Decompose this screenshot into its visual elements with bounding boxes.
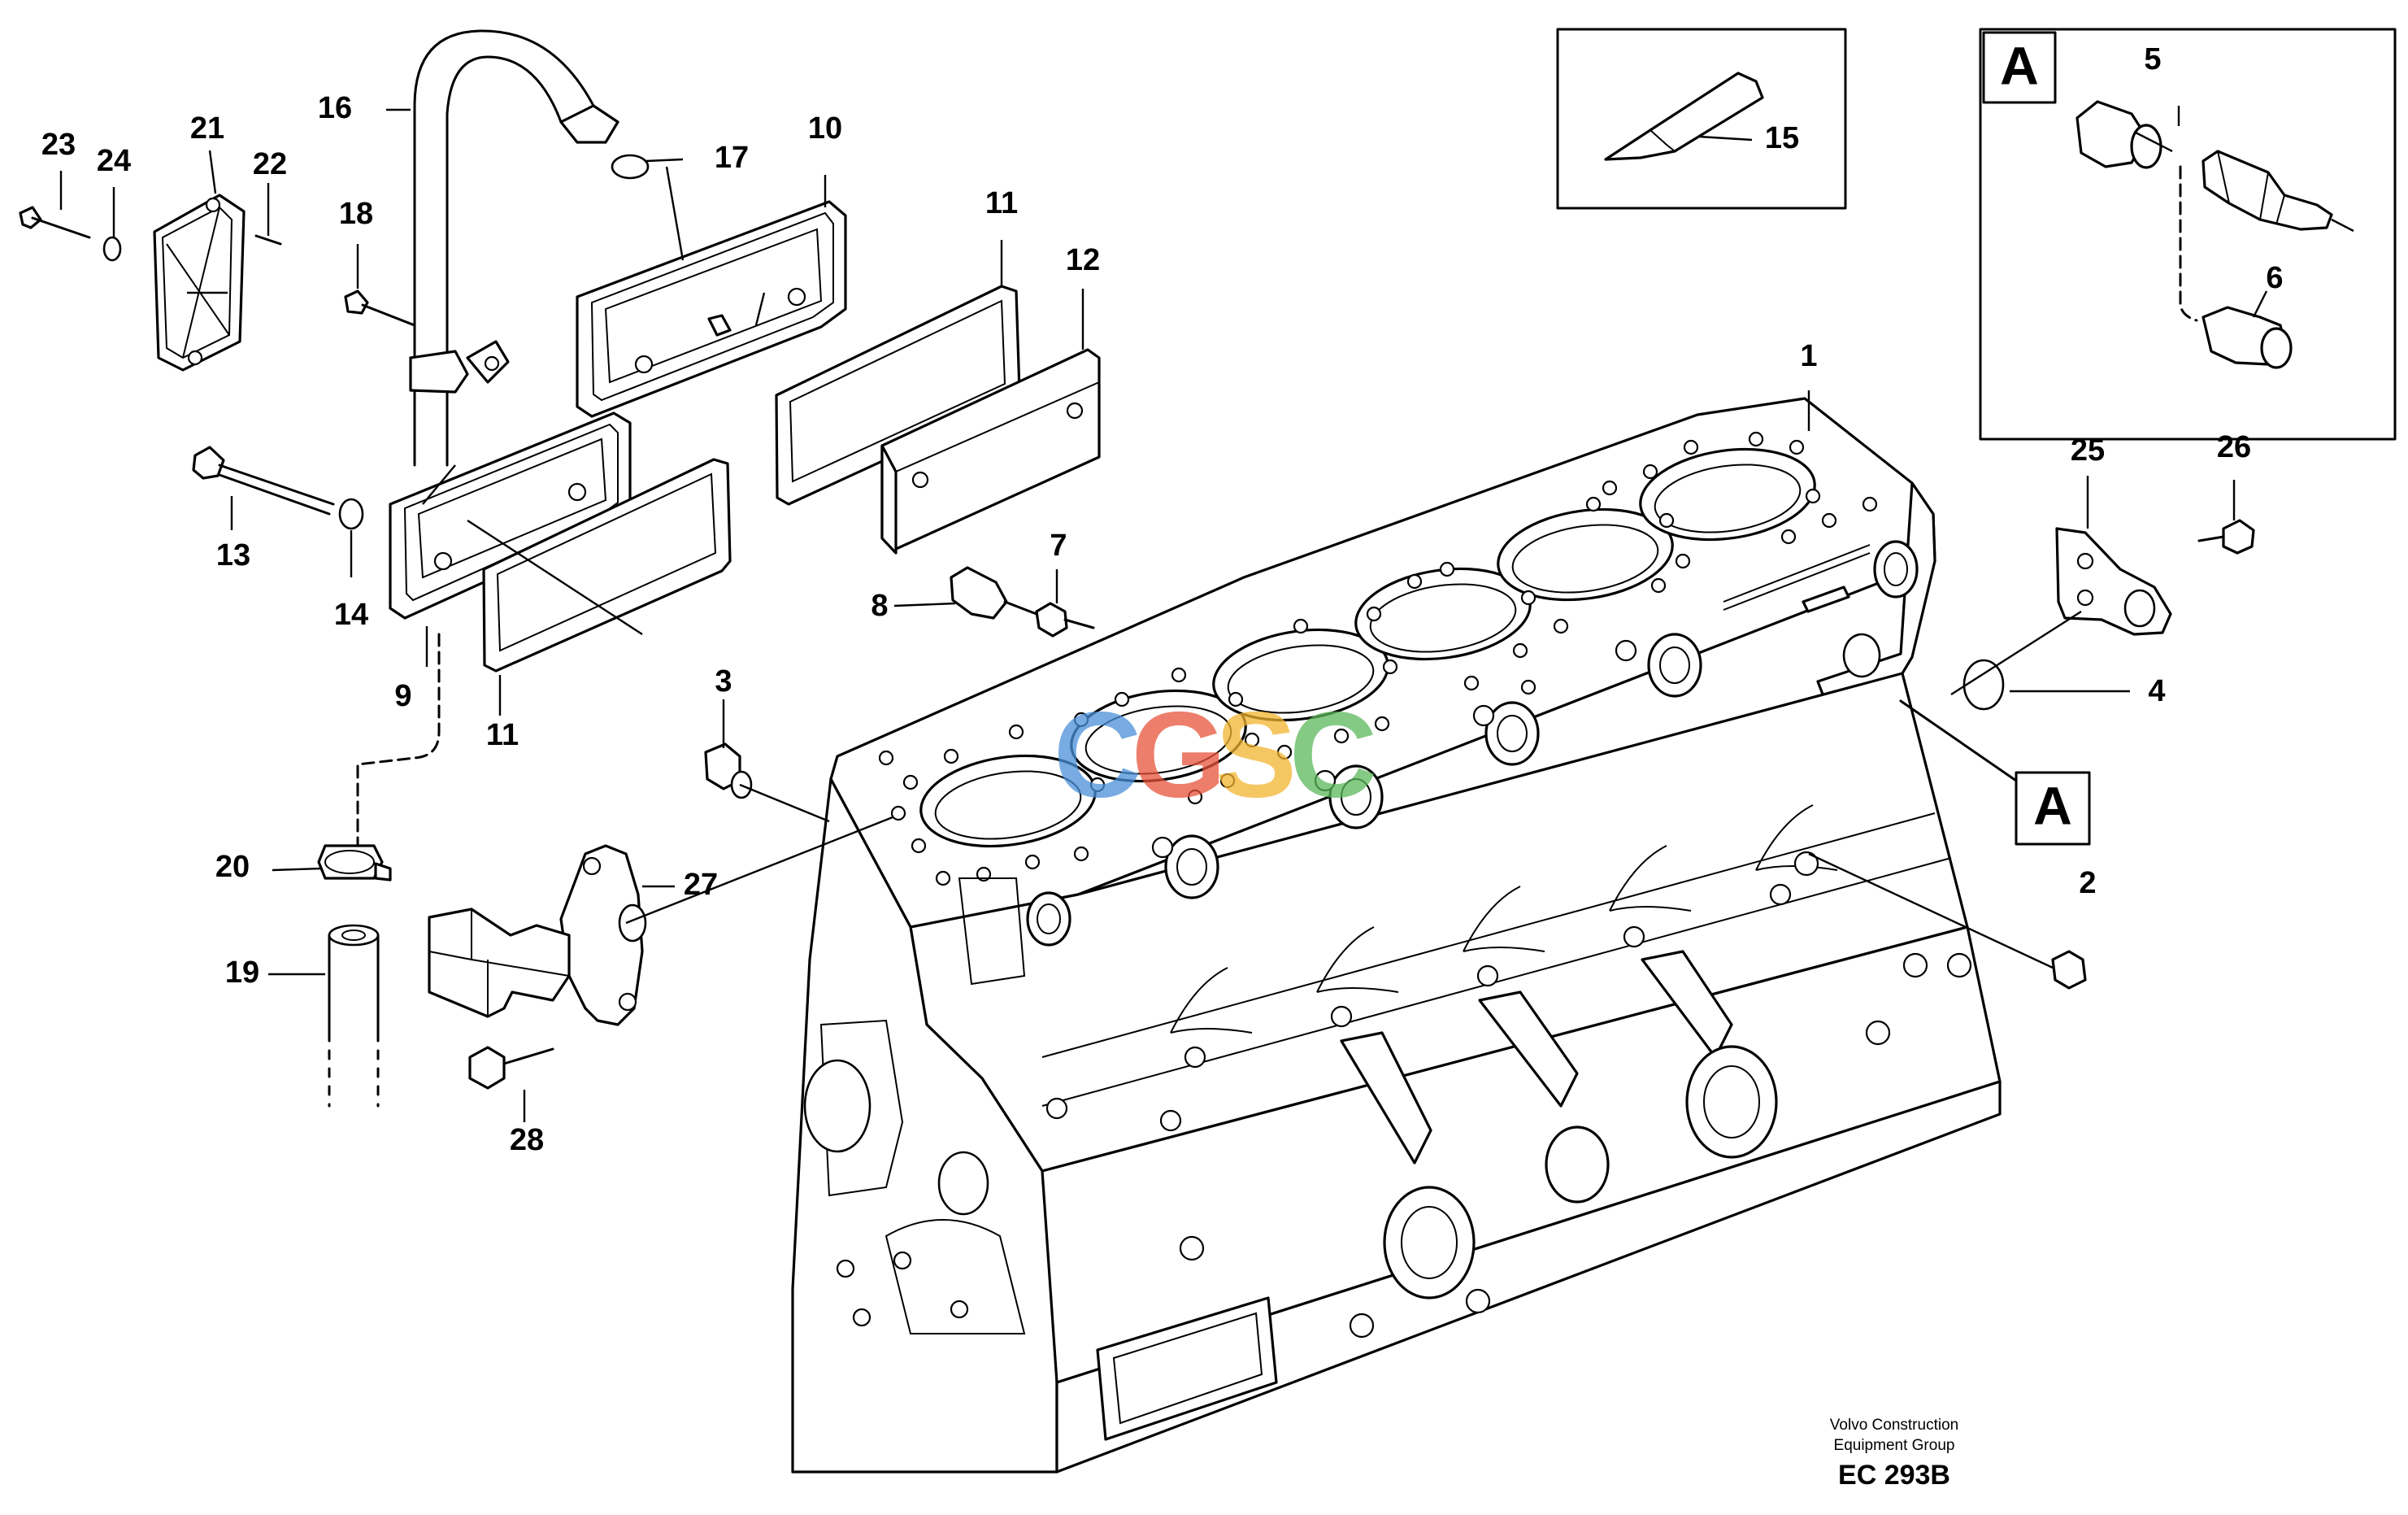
callout-7: 7 xyxy=(1050,529,1067,563)
footer: Volvo Construction Equipment Group EC 29… xyxy=(1830,1417,1958,1491)
watermark-letter: G xyxy=(1132,686,1227,823)
callout-18: 18 xyxy=(339,197,373,231)
detail-a-inset-box xyxy=(1979,28,2397,441)
side-ribs xyxy=(1041,804,1952,1165)
callout-16: 16 xyxy=(318,91,352,125)
callout-14: 14 xyxy=(334,598,368,632)
callout-17: 17 xyxy=(715,141,749,175)
engine-block xyxy=(791,397,2002,1474)
callout-11-upper: 11 xyxy=(985,186,1018,220)
callout-25: 25 xyxy=(2071,433,2105,468)
callout-9: 9 xyxy=(394,679,411,713)
breather-cover xyxy=(19,194,282,372)
callout-1: 1 xyxy=(1800,339,1817,373)
callout-27: 27 xyxy=(684,868,718,902)
cylinder-bores xyxy=(919,447,1816,848)
sealant-inset-box xyxy=(1556,28,1847,210)
callout-28: 28 xyxy=(510,1123,544,1157)
fasteners xyxy=(192,290,2255,1108)
callout-15: 15 xyxy=(1765,121,1799,155)
callout-24: 24 xyxy=(97,144,131,178)
callout-10: 10 xyxy=(808,111,842,146)
footer-company-line1: Volvo Construction xyxy=(1830,1417,1958,1434)
callout-13: 13 xyxy=(216,538,250,572)
footer-drawing-code: EC 293B xyxy=(1838,1460,1950,1491)
footer-company-line2: Equipment Group xyxy=(1834,1437,1955,1454)
reference-a-label: A xyxy=(2033,775,2072,835)
callout-8: 8 xyxy=(871,589,888,623)
callout-19: 19 xyxy=(225,956,259,990)
callout-3: 3 xyxy=(715,664,732,699)
callout-22: 22 xyxy=(253,147,287,181)
callout-11-lower: 11 xyxy=(486,718,519,752)
watermark-letter: C xyxy=(1289,686,1377,823)
callout-23: 23 xyxy=(41,128,76,162)
reference-a-box: A xyxy=(2015,771,2091,846)
side-covers xyxy=(389,200,1101,673)
core-plugs xyxy=(1026,540,1919,947)
watermark-letter: C xyxy=(1054,686,1141,823)
breather-hose xyxy=(409,29,650,467)
callout-5: 5 xyxy=(2144,42,2161,76)
callout-26: 26 xyxy=(2217,430,2251,464)
callout-2: 2 xyxy=(2079,866,2096,900)
callout-numbers: 1 2 3 4 5 6 7 8 9 10 11 11 12 13 14 15 1… xyxy=(41,42,2284,1157)
lower-bosses xyxy=(1045,952,1972,1441)
inset-a-label: A xyxy=(2000,35,2039,95)
front-end-face xyxy=(803,877,1026,1334)
callout-4: 4 xyxy=(2148,674,2165,708)
watermark: C G S C xyxy=(1054,686,1377,823)
leader-lines xyxy=(59,106,2236,1122)
callout-6: 6 xyxy=(2266,261,2283,295)
callout-12: 12 xyxy=(1066,243,1100,277)
callout-21: 21 xyxy=(190,111,224,146)
callout-20: 20 xyxy=(215,850,250,884)
deck-holes xyxy=(878,431,1878,886)
watermark-letter: S xyxy=(1215,686,1297,823)
